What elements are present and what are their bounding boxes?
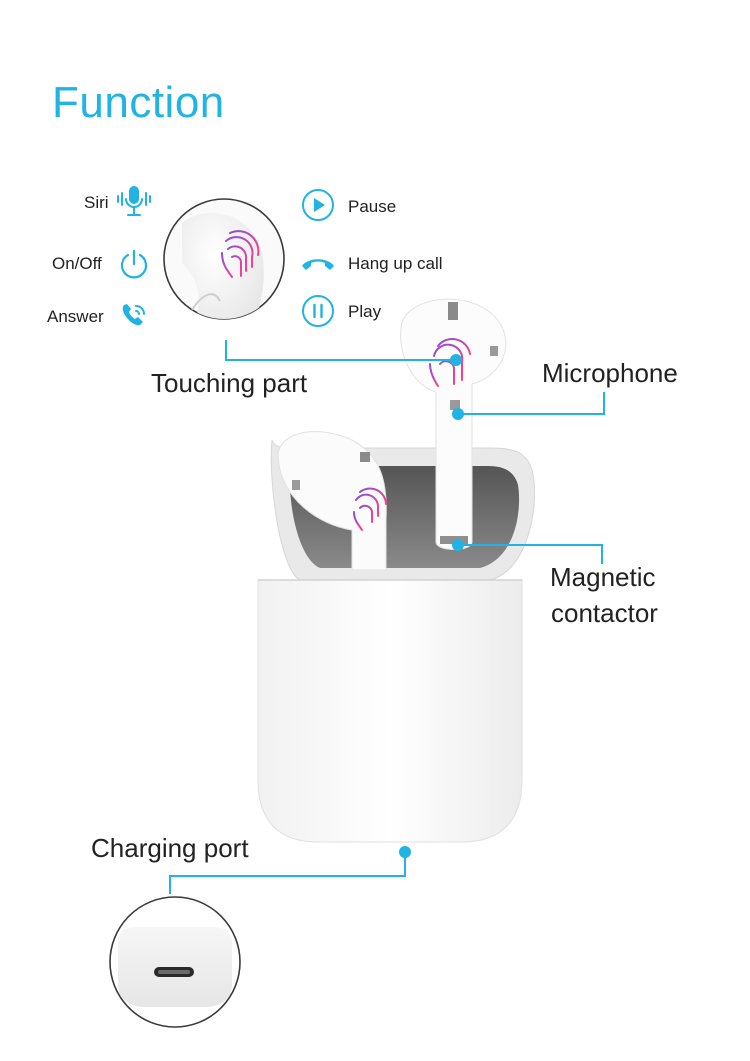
- siri-label: Siri: [84, 193, 109, 212]
- answer-label: Answer: [47, 307, 104, 326]
- on-off-label: On/Off: [52, 254, 102, 273]
- hang-up-icon: [302, 259, 334, 270]
- microphone-label: Microphone: [542, 358, 678, 388]
- play-icon: [302, 189, 334, 221]
- charging-port-label: Charging port: [91, 833, 249, 863]
- magnetic-contactor-label-line2: contactor: [551, 598, 658, 628]
- pause-icon: [302, 295, 334, 327]
- page-title: Function: [52, 78, 225, 127]
- hang-up-call-label: Hang up call: [348, 254, 443, 273]
- play-label: Play: [348, 302, 382, 321]
- magnetic-contactor-label-line1: Magnetic: [550, 562, 656, 592]
- pause-label: Pause: [348, 197, 397, 216]
- charging-port-closeup: [109, 896, 241, 1028]
- earbud-touch-closeup: [163, 198, 285, 320]
- phone-ringing-icon: [122, 304, 145, 326]
- microphone-icon: [117, 186, 151, 216]
- touching-part-label: Touching part: [151, 368, 308, 398]
- power-icon: [120, 249, 148, 279]
